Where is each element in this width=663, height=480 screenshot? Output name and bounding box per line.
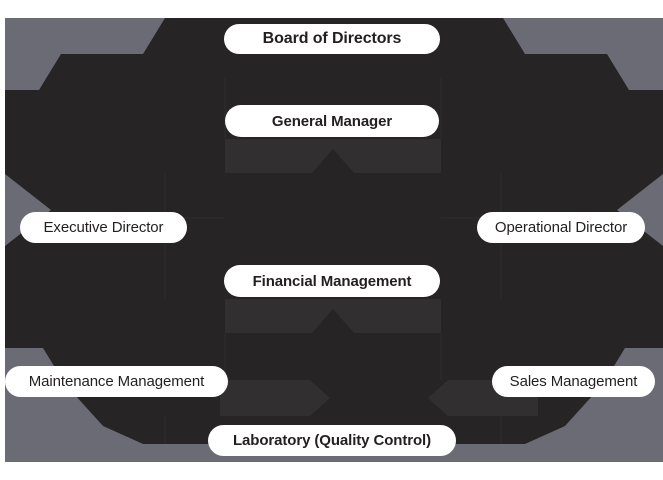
ribbon-exec-oper-to-finance [225, 299, 441, 333]
org-node-sales-management[interactable]: Sales Management [492, 366, 655, 397]
arrow-ribbon-maintenance [220, 380, 330, 416]
org-node-laboratory-quality-control[interactable]: Laboratory (Quality Control) [208, 425, 456, 456]
dark-silhouette-shape [5, 18, 663, 444]
org-node-executive-director[interactable]: Executive Director [20, 212, 187, 243]
org-node-financial-management[interactable]: Financial Management [224, 265, 440, 297]
org-node-board-of-directors[interactable]: Board of Directors [224, 24, 440, 54]
org-node-general-manager[interactable]: General Manager [225, 105, 439, 137]
org-node-operational-director[interactable]: Operational Director [477, 212, 645, 243]
silhouette-path [5, 18, 663, 444]
org-node-maintenance-management[interactable]: Maintenance Management [5, 366, 228, 397]
ribbon-board-to-gm [225, 139, 441, 173]
